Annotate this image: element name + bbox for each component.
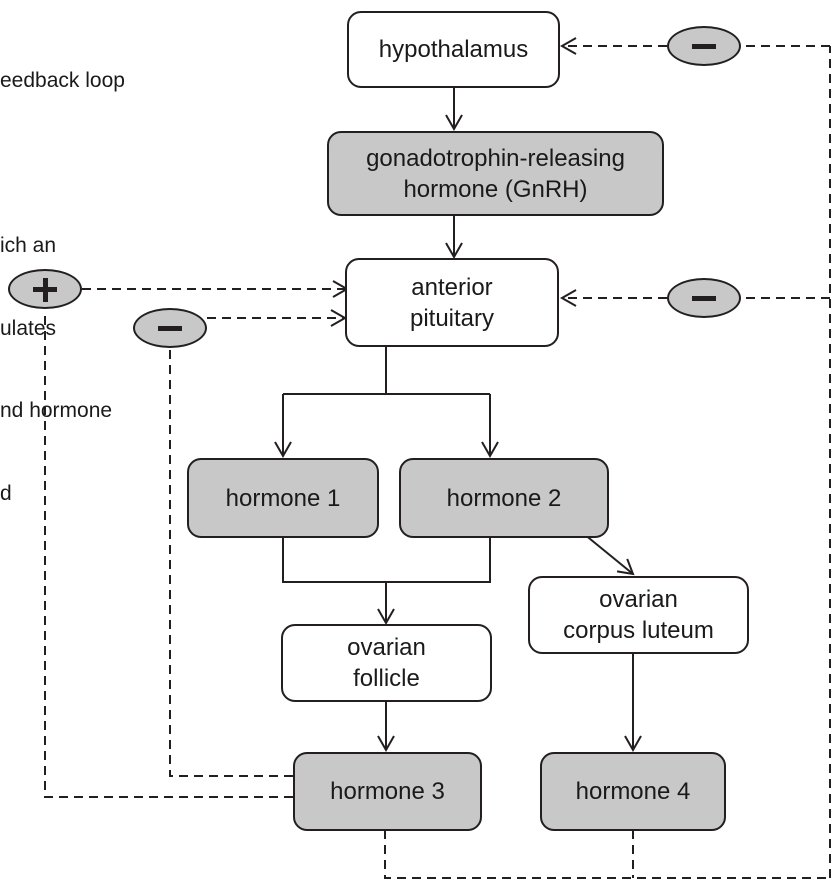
node-hormone-1: hormone 1 bbox=[187, 458, 379, 538]
node-label: anterior pituitary bbox=[409, 273, 495, 332]
node-label: ovarian corpus luteum bbox=[563, 586, 714, 644]
positive-feedback-sign bbox=[8, 269, 82, 309]
node-hormone-3: hormone 3 bbox=[293, 752, 482, 831]
node-hormone-2: hormone 2 bbox=[399, 458, 609, 538]
node-hormone-4: hormone 4 bbox=[540, 752, 726, 831]
feedback-hormone3-negative bbox=[169, 318, 345, 777]
feedback-hormones-to-bottom-rail bbox=[384, 830, 830, 879]
node-label: gonadotrophin-releasing hormone (GnRH) bbox=[366, 144, 625, 203]
caption-text: eedback loop ich an ulates nd hormone d bbox=[0, 12, 200, 562]
node-label: hormone 1 bbox=[225, 484, 341, 512]
node-ovarian-corpus-luteum: ovarian corpus luteum bbox=[528, 576, 749, 654]
node-label: hormone 3 bbox=[330, 778, 445, 805]
caption-line: d bbox=[0, 481, 12, 505]
caption-line: ulates bbox=[0, 316, 57, 340]
negative-feedback-sign bbox=[133, 308, 207, 348]
negative-feedback-sign bbox=[667, 26, 741, 66]
caption-line bbox=[0, 150, 200, 178]
node-label: ovarian follicle bbox=[347, 634, 426, 692]
negative-feedback-sign bbox=[667, 278, 741, 318]
node-ovarian-follicle: ovarian follicle bbox=[281, 624, 492, 702]
line-pituitary-split bbox=[283, 346, 490, 395]
node-label: hormone 2 bbox=[446, 484, 562, 512]
caption-line: eedback loop bbox=[0, 69, 125, 92]
caption-line: nd hormone bbox=[0, 399, 113, 422]
caption-line: ich an bbox=[0, 234, 57, 257]
node-label: hypothalamus bbox=[378, 36, 529, 63]
node-label: hormone 4 bbox=[575, 778, 691, 805]
feedback-hormone3-positive bbox=[44, 289, 347, 798]
node-hypothalamus: hypothalamus bbox=[347, 11, 560, 88]
node-anterior-pituitary: anterior pituitary bbox=[345, 258, 559, 347]
node-gnrh: gonadotrophin-releasing hormone (GnRH) bbox=[327, 131, 664, 216]
